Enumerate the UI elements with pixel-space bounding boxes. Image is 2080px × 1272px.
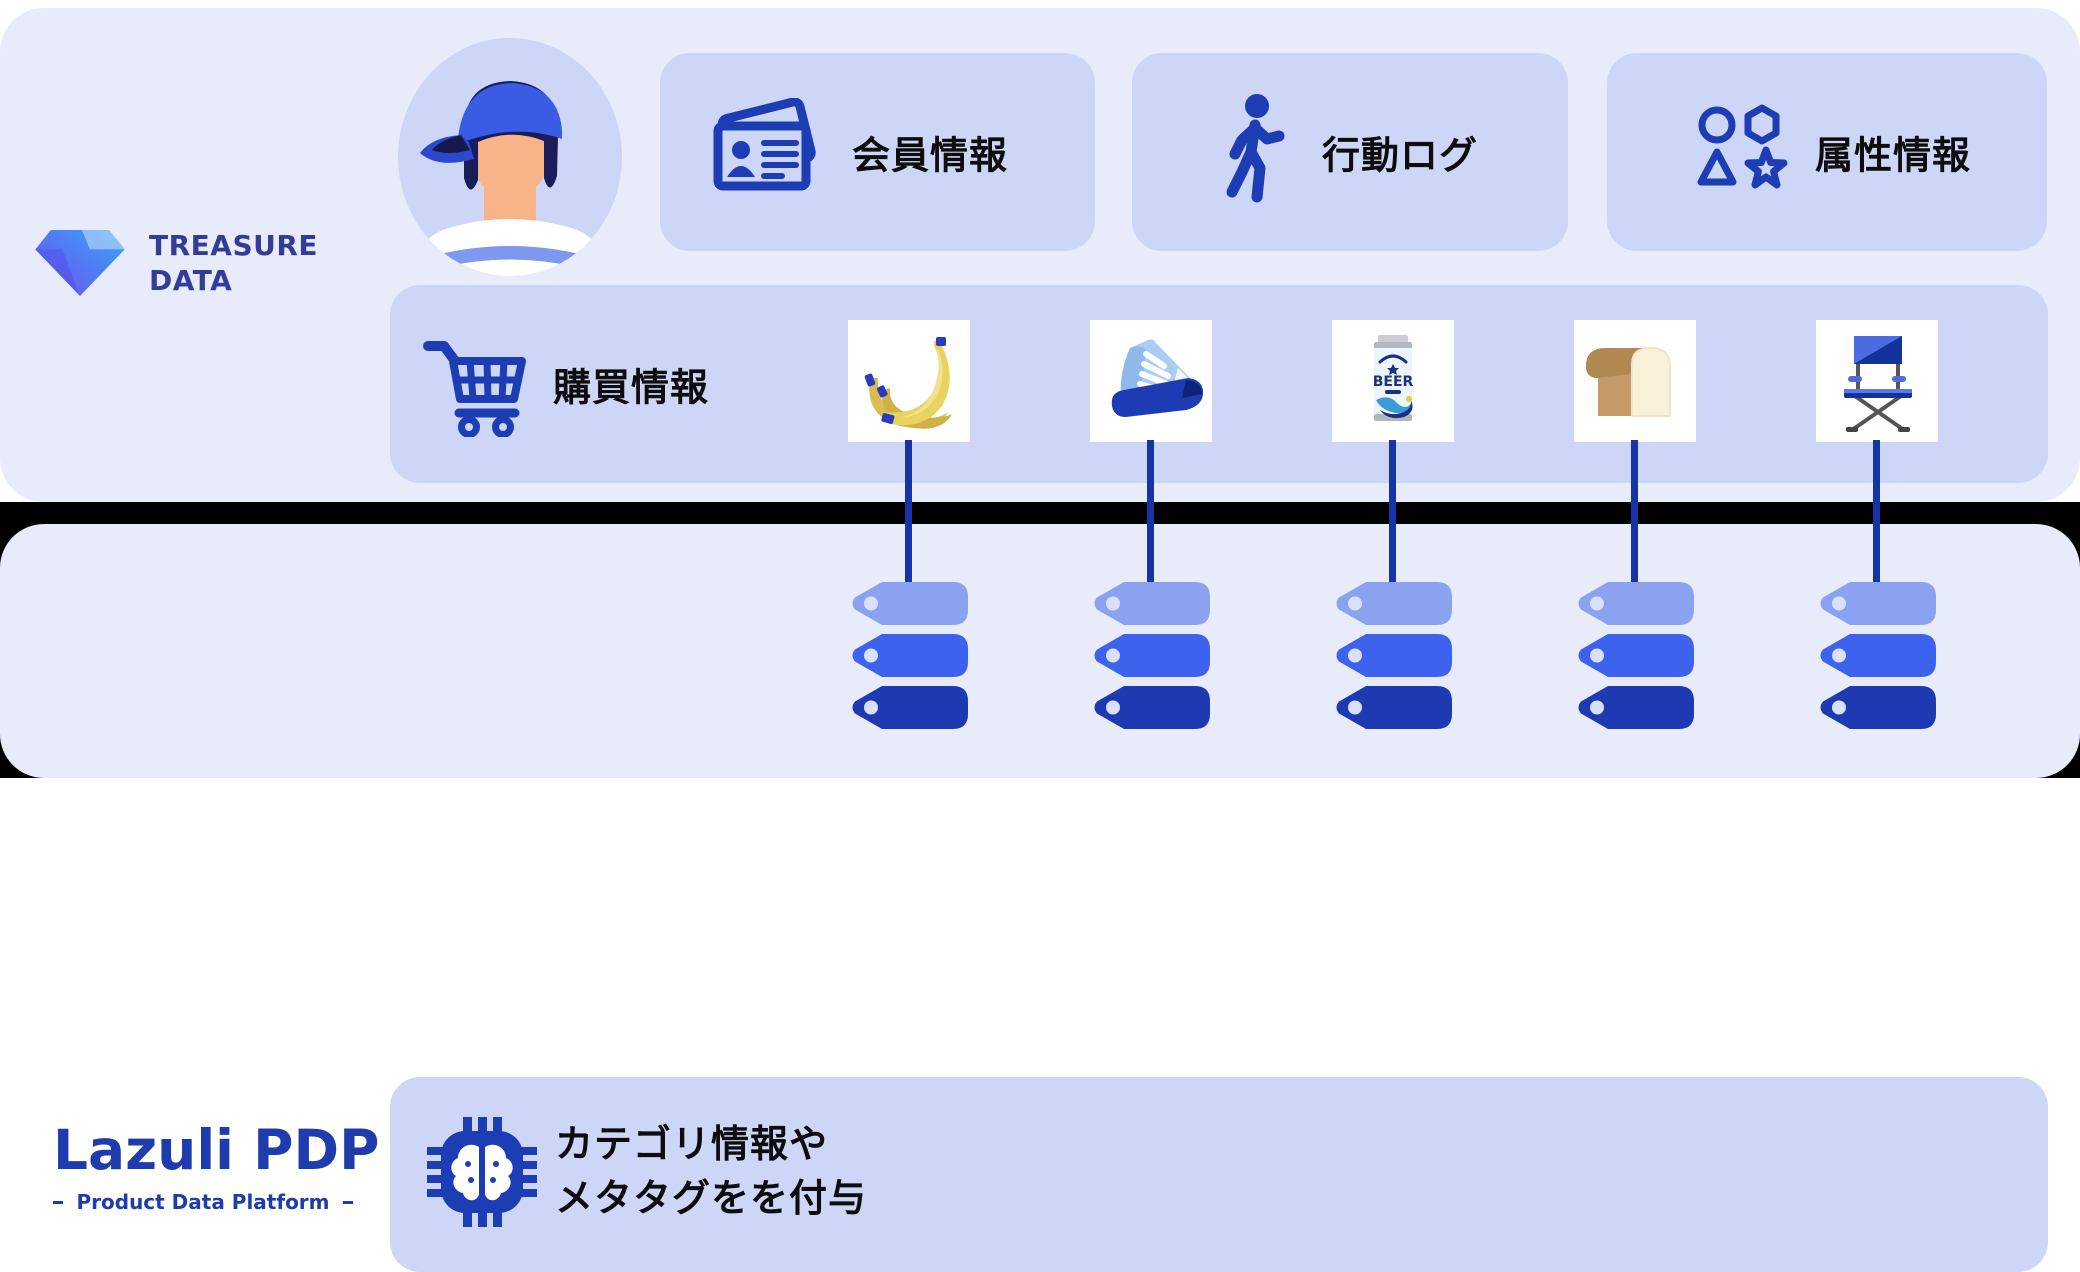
tag-beer-can-1 [1336, 582, 1452, 625]
beer-can-icon: BEER [1373, 335, 1414, 421]
connector-line-beer-can [1389, 440, 1396, 588]
product-bananas [848, 320, 970, 442]
enrichment-box: カテゴリ情報や メタタグをを付与 [390, 1077, 2048, 1272]
treasure-data-word-1: TREASURE [149, 229, 319, 262]
customer-avatar-illustration [412, 81, 608, 276]
tagline-right-rule [342, 1200, 353, 1204]
tag-bananas-3 [852, 686, 968, 729]
product-beer-can: BEER [1332, 320, 1454, 442]
data-card-behavior-log-label: 行動ログ [1322, 133, 1479, 178]
purchase-info-box: 購買情報 [390, 285, 2048, 483]
connector-line-bread-loaf [1631, 440, 1638, 588]
tag-bananas-2 [852, 634, 968, 677]
data-card-behavior-log: 行動ログ [1132, 53, 1568, 251]
treasure-data-diamond-icon [33, 228, 127, 302]
lazuli-pdp-wordmark: Lazuli PDP [53, 1118, 380, 1182]
shopping-cart-icon [423, 337, 527, 441]
customer-avatar [398, 38, 622, 276]
tag-camping-chair-2 [1820, 634, 1936, 677]
sneaker-icon [1111, 339, 1204, 417]
enrichment-text: カテゴリ情報や メタタグをを付与 [555, 1117, 867, 1225]
lazuli-pdp-tagline: Product Data Platform [53, 1190, 353, 1214]
tag-beer-can-3 [1336, 686, 1452, 729]
bread-loaf-icon [1586, 346, 1671, 417]
treasure-data-wordmark: TREASURE DATA [149, 228, 318, 298]
enrichment-text-line1: カテゴリ情報や [555, 1122, 829, 1166]
product-sneaker [1090, 320, 1212, 442]
treasure-data-section: TREASURE DATA [0, 8, 2080, 502]
camping-chair-icon [1844, 336, 1912, 432]
lazuli-pdp-logo: Lazuli PDP Product Data Platform [53, 1118, 380, 1214]
tag-beer-can-2 [1336, 634, 1452, 677]
tag-sneaker-1 [1094, 582, 1210, 625]
tagline-text: Product Data Platform [76, 1190, 330, 1214]
bananas-icon [864, 337, 952, 429]
shapes-icon [1695, 104, 1795, 200]
data-card-member-info-label: 会員情報 [852, 133, 1009, 178]
tagline-left-rule [53, 1200, 64, 1204]
tag-camping-chair-3 [1820, 686, 1936, 729]
connector-line-camping-chair [1873, 440, 1880, 588]
lazuli-pdp-section: Lazuli PDP Product Data Platform [0, 524, 2080, 1272]
tag-camping-chair-1 [1820, 582, 1936, 625]
tag-sneaker-2 [1094, 634, 1210, 677]
treasure-data-logo: TREASURE DATA [33, 228, 318, 302]
ai-chip-brain-icon [427, 1117, 537, 1231]
tag-bananas-1 [852, 582, 968, 625]
purchase-info-label: 購買情報 [553, 365, 710, 410]
id-cards-icon [708, 97, 816, 206]
walking-person-icon [1222, 94, 1286, 210]
data-card-member-info: 会員情報 [660, 53, 1095, 251]
enrichment-text-line2: メタタグをを付与 [555, 1176, 868, 1220]
data-card-attribute-info: 属性情報 [1607, 53, 2047, 251]
tag-bread-loaf-2 [1578, 634, 1694, 677]
connector-line-bananas [905, 440, 912, 588]
data-card-attribute-info-label: 属性情報 [1815, 133, 1972, 178]
tag-bread-loaf-1 [1578, 582, 1694, 625]
product-camping-chair [1816, 320, 1938, 442]
beer-can-label: BEER [1373, 374, 1414, 390]
treasure-data-word-2: DATA [149, 264, 233, 297]
infographic-canvas: { "palette": { "page_bg": "#ffffff", "di… [0, 8, 2080, 1272]
connector-line-sneaker [1147, 440, 1154, 588]
tag-bread-loaf-3 [1578, 686, 1694, 729]
tag-sneaker-3 [1094, 686, 1210, 729]
product-bread-loaf [1574, 320, 1696, 442]
